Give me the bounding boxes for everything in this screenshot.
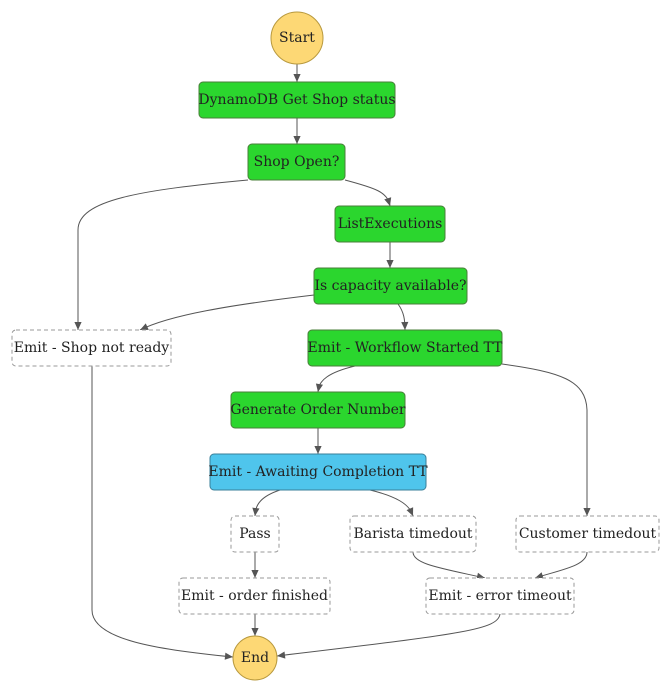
state-box	[230, 515, 280, 553]
edge-shop-open-to-shop-not-ready	[74, 179, 249, 330]
state-box	[230, 391, 406, 429]
edge-customer-timedout-to-error-timeout	[534, 551, 588, 580]
arrowhead	[252, 507, 260, 516]
edge-awaiting-completion-to-barista-timedout	[369, 489, 414, 517]
edge-shop-not-ready-to-end	[91, 366, 234, 660]
node-label: End	[241, 650, 269, 666]
arrowhead	[277, 651, 286, 659]
arrowhead	[384, 197, 392, 206]
arrowhead	[314, 446, 322, 454]
node-label: Barista timedout	[353, 526, 472, 542]
node-label: Emit - error timeout	[428, 588, 572, 604]
arrowhead	[224, 652, 233, 660]
node-label: Pass	[239, 526, 271, 542]
node-shop-open[interactable]: Shop Open?	[247, 143, 346, 181]
arrowhead	[140, 323, 149, 330]
node-label: Emit - order finished	[181, 588, 328, 604]
arrowhead	[535, 572, 544, 580]
node-error-timeout[interactable]: Emit - error timeout	[425, 577, 575, 615]
node-start[interactable]: Start	[270, 11, 324, 65]
node-order-finished[interactable]: Emit - order finished	[178, 577, 331, 615]
node-label: Shop Open?	[254, 154, 340, 170]
edge-capacity-available-to-workflow-started	[397, 303, 409, 331]
state-box	[349, 515, 477, 553]
arrowhead	[251, 570, 259, 578]
arrowhead	[583, 508, 591, 516]
arrowhead	[386, 260, 394, 268]
edge-workflow-started-to-generate-order-number	[315, 365, 356, 393]
state-box	[307, 329, 503, 367]
arrowhead	[293, 136, 301, 144]
edges-layer	[74, 64, 591, 660]
arrowhead	[251, 628, 259, 636]
node-label: DynamoDB Get Shop status	[198, 92, 395, 108]
edge-list-executions-to-capacity-available	[386, 242, 394, 268]
edge-pass-to-order-finished	[251, 552, 259, 578]
state-box	[313, 267, 468, 305]
arrowhead	[401, 321, 409, 330]
node-workflow-started[interactable]: Emit - Workflow Started TT	[307, 329, 504, 367]
state-box	[425, 577, 575, 615]
node-label: Is capacity available?	[314, 278, 466, 294]
node-label: Emit - Awaiting Completion TT	[208, 464, 428, 480]
arrowhead	[74, 322, 82, 330]
arrowhead	[315, 383, 323, 392]
node-label: ListExecutions	[338, 216, 443, 232]
node-label: Emit - Workflow Started TT	[308, 340, 504, 356]
node-customer-timedout[interactable]: Customer timedout	[515, 515, 660, 553]
terminal-circle	[232, 635, 278, 681]
edge-shop-open-to-list-executions	[344, 179, 392, 207]
state-box	[178, 577, 331, 615]
node-label: Emit - Shop not ready	[14, 340, 169, 356]
node-pass[interactable]: Pass	[230, 515, 280, 553]
node-capacity-available[interactable]: Is capacity available?	[313, 267, 468, 305]
edge-generate-order-number-to-awaiting-completion	[314, 428, 322, 454]
node-awaiting-completion[interactable]: Emit - Awaiting Completion TT	[208, 453, 428, 491]
node-list-executions[interactable]: ListExecutions	[334, 205, 446, 243]
edge-capacity-available-to-shop-not-ready	[139, 294, 315, 331]
terminal-circle	[270, 11, 324, 65]
node-generate-order-number[interactable]: Generate Order Number	[230, 391, 406, 429]
arrowhead	[293, 74, 301, 82]
edge-error-timeout-to-end	[276, 613, 501, 659]
state-box	[209, 453, 427, 491]
node-label: Start	[279, 30, 315, 46]
state-box	[515, 515, 660, 553]
state-box	[247, 143, 346, 181]
edge-start-to-get-shop-status	[293, 64, 301, 82]
node-label: Generate Order Number	[230, 402, 406, 418]
node-barista-timedout[interactable]: Barista timedout	[349, 515, 477, 553]
node-shop-not-ready[interactable]: Emit - Shop not ready	[11, 329, 172, 367]
node-end[interactable]: End	[232, 635, 278, 681]
edge-barista-timedout-to-error-timeout	[412, 551, 486, 580]
state-box	[198, 81, 396, 119]
edge-workflow-started-to-customer-timedout	[501, 363, 591, 516]
state-box	[334, 205, 446, 243]
node-get-shop-status[interactable]: DynamoDB Get Shop status	[198, 81, 396, 119]
edge-get-shop-status-to-shop-open	[293, 118, 301, 144]
node-label: Customer timedout	[519, 526, 657, 542]
edge-awaiting-completion-to-pass	[252, 489, 281, 517]
edge-order-finished-to-end	[251, 614, 259, 636]
arrowhead	[406, 507, 414, 516]
state-box	[11, 329, 172, 367]
